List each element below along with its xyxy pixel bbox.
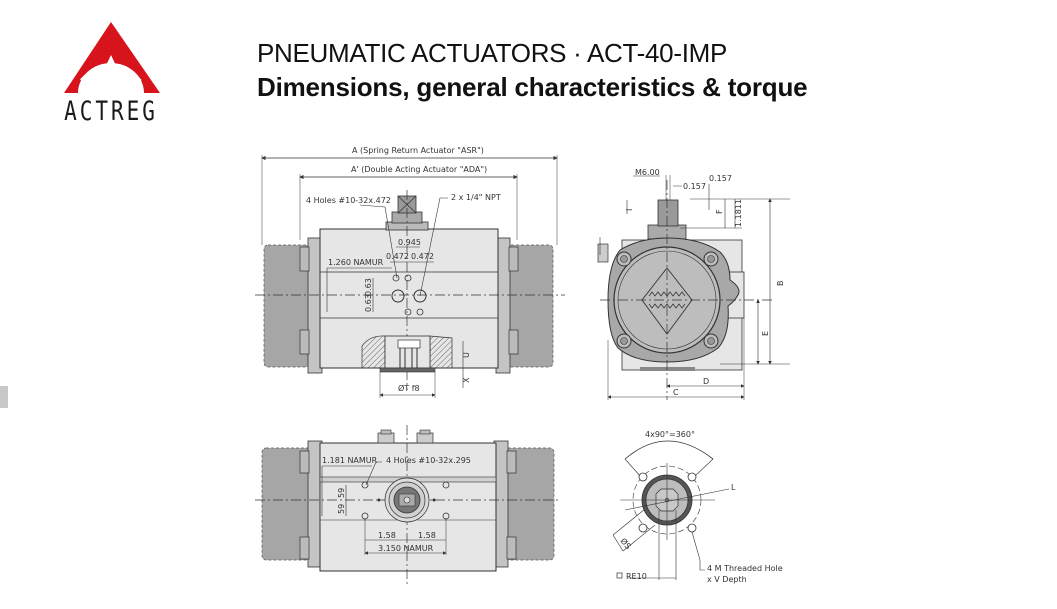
dim-e-label: E xyxy=(761,331,770,336)
bottom-view-drawing: 1.181 NAMUR 4 Holes #10-32x.295 59 59 1.… xyxy=(255,425,560,585)
namur-3150-label: 3.150 NAMUR xyxy=(378,544,434,553)
threaded-hole-label-1: 4 M Threaded Hole xyxy=(707,564,783,573)
dim-d-label: D xyxy=(703,377,709,386)
dim-s-label: ØS xyxy=(618,536,633,551)
holes-top-label: 4 Holes #10-32x.472 xyxy=(306,196,391,205)
dim-b-label: B xyxy=(776,281,785,287)
page-title: PNEUMATIC ACTUATORS · ACT-40-IMP xyxy=(257,38,728,68)
dim-0945-label: 0.945 xyxy=(398,238,421,247)
flange-view-drawing: 4x90°=360° L ØS RE10 4 M Threaded Hole x… xyxy=(612,430,783,584)
dim-c-label: C xyxy=(673,388,679,397)
npt-label: 2 x 1/4" NPT xyxy=(451,193,501,202)
dim-0472-left-label: 0.472 xyxy=(386,252,409,261)
dim-11811-label: 1.1811 xyxy=(734,199,743,227)
dim-l-label: L xyxy=(731,483,736,492)
namur-1181-label: 1.181 NAMUR xyxy=(322,456,378,465)
dim-59-b-label: 59 xyxy=(337,504,346,514)
dim-t-label: ØT f8 xyxy=(398,383,420,393)
re10-label: RE10 xyxy=(626,572,647,581)
holes-bottom-label: 4 Holes #10-32x.295 xyxy=(386,456,471,465)
page-subtitle: Dimensions, general characteristics & to… xyxy=(257,72,808,102)
front-view-drawing: A (Spring Return Actuator "ASR") A' (Dou… xyxy=(255,146,565,398)
actreg-logo xyxy=(64,22,160,93)
side-view-drawing: M6.00 0.157 0.157 I F 1.1811 B E D C xyxy=(597,168,790,400)
namur-1260-label: 1.260 NAMUR xyxy=(328,258,384,267)
dim-a-prime-label: A' (Double Acting Actuator "ADA") xyxy=(351,165,487,174)
dim-158-right-label: 1.58 xyxy=(418,531,436,540)
dim-i-label: I xyxy=(625,209,634,211)
threaded-hole-label-2: x V Depth xyxy=(707,575,747,584)
m600-label: M6.00 xyxy=(635,168,660,177)
angle-label: 4x90°=360° xyxy=(645,430,695,439)
dim-0157-a-label: 0.157 xyxy=(683,182,706,191)
dim-x-label: X xyxy=(462,377,471,383)
dim-063-b-label: 0.63 xyxy=(364,278,373,296)
dim-u-label: U xyxy=(462,352,471,358)
dim-063-a-label: 0.63 xyxy=(364,294,373,312)
dim-158-left-label: 1.58 xyxy=(378,531,396,540)
side-scroll-tab[interactable] xyxy=(0,386,8,408)
dim-f-label: F xyxy=(715,209,724,214)
dim-0472-right-label: 0.472 xyxy=(411,252,434,261)
dim-0157-b-label: 0.157 xyxy=(709,174,732,183)
brand-name: ACTREG xyxy=(64,96,158,126)
dim-59-a-label: 59 xyxy=(337,488,346,498)
square-symbol-icon xyxy=(616,572,623,579)
dim-a-label: A (Spring Return Actuator "ASR") xyxy=(352,146,484,155)
